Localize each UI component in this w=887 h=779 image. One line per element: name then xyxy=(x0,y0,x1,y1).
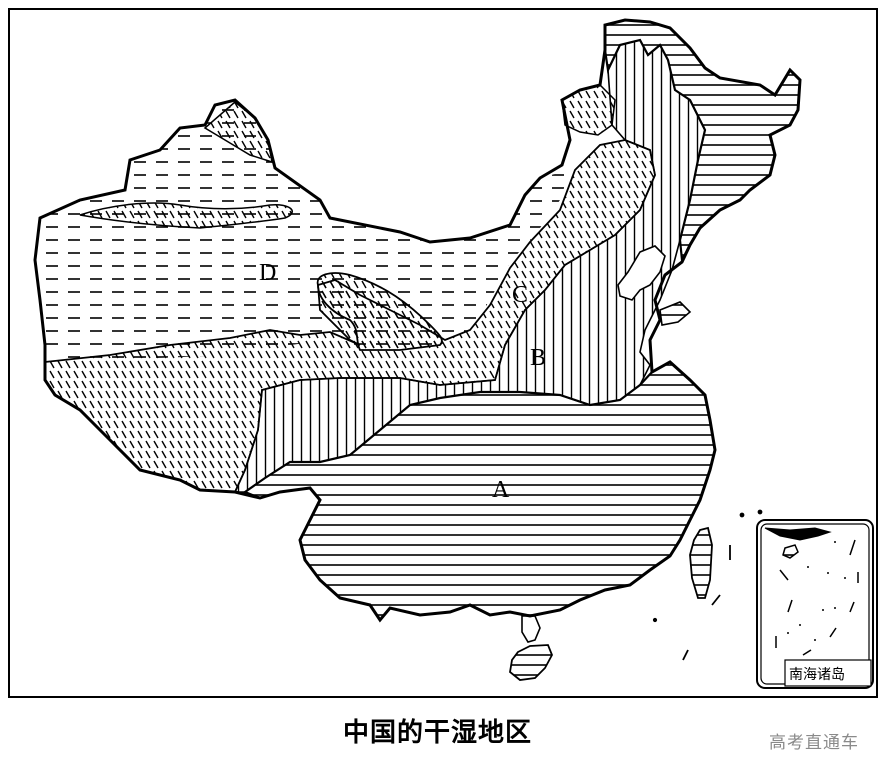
china-outline xyxy=(33,18,802,623)
scattered-islands xyxy=(652,509,763,661)
leizhou-peninsula xyxy=(521,615,541,643)
region-label-a: A xyxy=(492,477,510,503)
region-c-north-strip xyxy=(79,202,293,229)
inset-label: 南海诸岛 xyxy=(789,667,845,683)
map-title-text: 中国的干湿地区 xyxy=(342,718,532,748)
map-title: 中国的干湿地区 xyxy=(0,712,887,749)
region-d-area xyxy=(35,100,570,362)
region-label-c: C xyxy=(512,282,528,308)
shandong-peninsula xyxy=(659,301,692,326)
hainan-island xyxy=(509,644,553,681)
region-label-d: D xyxy=(259,260,276,286)
region-label-b: B xyxy=(530,345,546,371)
south-china-sea-inset: 南海诸岛 xyxy=(756,519,874,689)
region-c-inner-mongolia-east xyxy=(561,84,616,136)
region-c-finger xyxy=(316,272,443,351)
watermark: 高考直通车 xyxy=(769,733,859,753)
taiwan-island xyxy=(689,526,713,599)
bohai-sea xyxy=(617,245,666,301)
